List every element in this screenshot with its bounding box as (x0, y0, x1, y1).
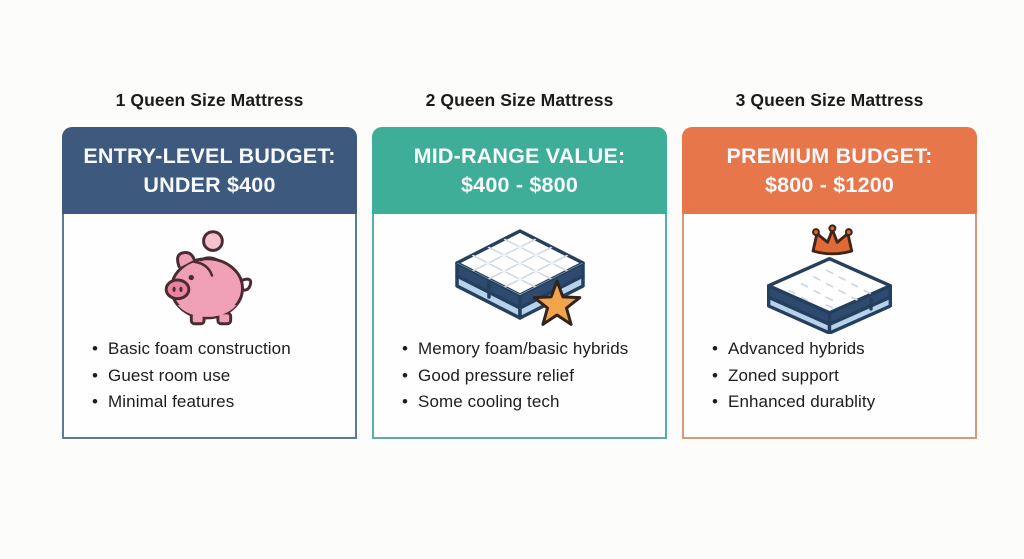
tier-column-mid-range: 2 Queen Size Mattress MID-RANGE VALUE: $… (372, 86, 667, 439)
tier-header-line2: $400 - $800 (461, 172, 578, 197)
tier-header-line2: UNDER $400 (143, 172, 276, 197)
feature-item: Basic foam construction (92, 336, 291, 363)
tier-columns: 1 Queen Size Mattress ENTRY-LEVEL BUDGET… (62, 86, 977, 439)
mattress-crown-icon (766, 224, 893, 334)
feature-item: Enhanced durablity (712, 389, 875, 416)
tier-body-mid-range: Memory foam/basic hybrids Good pressure … (372, 214, 667, 439)
tier-column-premium: 3 Queen Size Mattress PREMIUM BUDGET: $8… (682, 86, 977, 439)
star-icon (532, 279, 581, 326)
tier-column-entry-level: 1 Queen Size Mattress ENTRY-LEVEL BUDGET… (62, 86, 357, 439)
mattress-star-icon (454, 229, 585, 326)
tier-body-entry-level: Basic foam construction Guest room use M… (62, 214, 357, 439)
column-title: 3 Queen Size Mattress (735, 90, 924, 110)
tier-header-line2: $800 - $1200 (764, 172, 895, 197)
tier-header-line1: PREMIUM BUDGET: (726, 143, 933, 168)
tier-header-line1: MID-RANGE VALUE: (413, 143, 626, 168)
tier-icon-wrap (146, 222, 274, 334)
tier-icon-wrap (445, 222, 595, 334)
feature-item: Minimal features (92, 389, 291, 416)
features-list: Basic foam construction Guest room use M… (64, 336, 301, 416)
tier-header-premium: PREMIUM BUDGET: $800 - $1200 (682, 127, 977, 214)
feature-item: Memory foam/basic hybrids (402, 336, 628, 363)
features-list: Advanced hybrids Zoned support Enhanced … (684, 336, 885, 416)
feature-item: Some cooling tech (402, 389, 628, 416)
tier-header-line1: ENTRY-LEVEL BUDGET: (83, 143, 336, 168)
tier-header-mid-range: MID-RANGE VALUE: $400 - $800 (372, 127, 667, 214)
feature-item: Guest room use (92, 363, 291, 390)
feature-item: Zoned support (712, 363, 875, 390)
column-title: 2 Queen Size Mattress (425, 90, 614, 110)
crown-icon (811, 224, 854, 256)
tier-icon-wrap (757, 222, 902, 334)
tier-body-premium: Advanced hybrids Zoned support Enhanced … (682, 214, 977, 439)
tier-header-entry-level: ENTRY-LEVEL BUDGET: UNDER $400 (62, 127, 357, 214)
feature-item: Advanced hybrids (712, 336, 875, 363)
features-list: Memory foam/basic hybrids Good pressure … (374, 336, 638, 416)
piggy-bank-icon (164, 230, 252, 326)
coin-icon (201, 230, 224, 252)
feature-item: Good pressure relief (402, 363, 628, 390)
column-title: 1 Queen Size Mattress (115, 90, 304, 110)
